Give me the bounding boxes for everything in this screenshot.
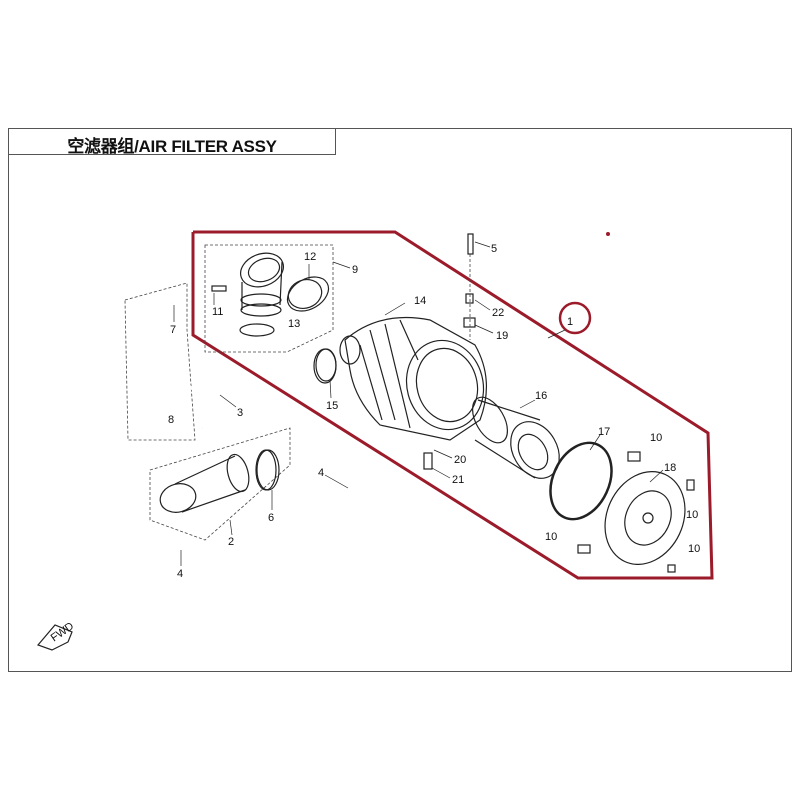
callout-10a: 10 — [650, 432, 662, 444]
callout-20: 20 — [454, 454, 466, 466]
filter-housing — [315, 316, 488, 441]
drain-21 — [423, 452, 433, 470]
title-box: 空滤器组/AIR FILTER ASSY — [8, 128, 336, 156]
callout-13: 13 — [288, 318, 300, 330]
callout-5: 5 — [491, 243, 497, 255]
callout-3: 3 — [237, 407, 243, 419]
callout-7: 7 — [170, 324, 176, 336]
diagram-title: 空滤器组/AIR FILTER ASSY — [67, 137, 277, 156]
group-box-3 — [124, 282, 196, 441]
clamp-12 — [286, 276, 330, 312]
callout-2: 2 — [228, 536, 234, 548]
callout-labels: 1 2 3 4 4 5 6 7 8 9 10 10 10 10 11 12 13… — [168, 243, 700, 580]
callout-9: 9 — [352, 264, 358, 276]
fwd-arrow-icon: FWD — [36, 620, 76, 651]
callout-1: 1 — [567, 316, 573, 328]
callout-21: 21 — [452, 474, 464, 486]
leader-lines — [173, 241, 664, 566]
callout-8: 8 — [168, 414, 174, 426]
clamp-6 — [256, 449, 280, 491]
grommet-19 — [463, 317, 476, 328]
bolt-5 — [467, 233, 474, 255]
callout-22: 22 — [492, 307, 504, 319]
callout-10d: 10 — [688, 543, 700, 555]
callout-18: 18 — [664, 462, 676, 474]
svg-text:FWD: FWD — [49, 620, 76, 644]
o-ring — [549, 441, 613, 521]
callout-14: 14 — [414, 295, 426, 307]
group-box-9 — [204, 244, 334, 353]
red-dot — [606, 232, 610, 236]
callout-10c: 10 — [545, 531, 557, 543]
callout-17: 17 — [598, 426, 610, 438]
drawing-frame — [8, 128, 792, 672]
intake-duct — [159, 449, 277, 513]
callout-19: 19 — [496, 330, 508, 342]
filter-cover — [604, 471, 686, 565]
callout-6: 6 — [268, 512, 274, 524]
intake-boot — [211, 252, 323, 337]
assembly-outline — [191, 230, 714, 580]
bushing-22 — [465, 293, 474, 304]
clips-10 — [577, 451, 695, 573]
callout-4: 4 — [318, 467, 324, 479]
clamp-15 — [313, 348, 337, 384]
callout-4b: 4 — [177, 568, 183, 580]
filter-element — [471, 396, 560, 479]
callout-12: 12 — [304, 251, 316, 263]
callout-10b: 10 — [686, 509, 698, 521]
callout-16: 16 — [535, 390, 547, 402]
callout-15: 15 — [326, 400, 338, 412]
breather-hose — [145, 302, 206, 429]
highlight-circle — [558, 301, 592, 335]
callout-11: 11 — [212, 306, 223, 318]
group-box-2 — [149, 427, 291, 541]
